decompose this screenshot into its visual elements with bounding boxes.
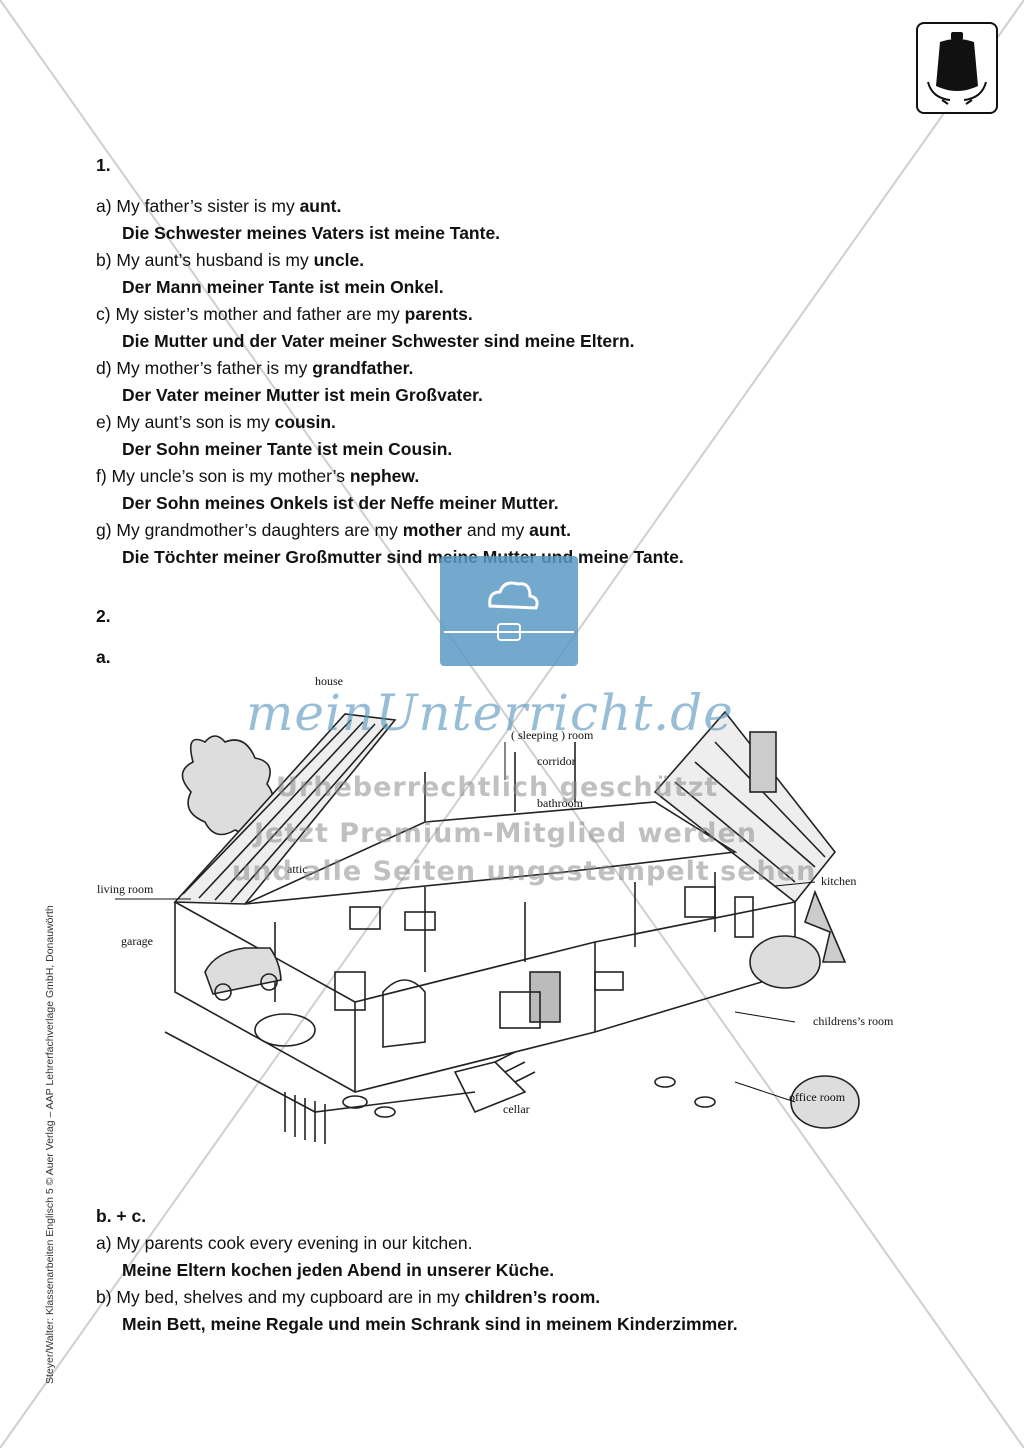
section-1-number: 1.: [96, 155, 111, 175]
label-living-room: living room: [97, 882, 154, 896]
label-garage: garage: [121, 934, 153, 948]
section-2a-label: a.: [96, 647, 111, 667]
item-2b-de: Mein Bett, meine Regale und mein Schrank…: [122, 1314, 738, 1334]
watermark-briefcase-icon: [440, 556, 578, 666]
label-office-room: office room: [789, 1090, 846, 1104]
label-bathroom: bathroom: [537, 796, 583, 810]
watermark-line-3: und alle Seiten ungestempelt sehen: [232, 856, 817, 887]
section-2bc-label: b. + c.: [96, 1206, 147, 1226]
label-house: house: [315, 674, 343, 688]
watermark-brand: meinUnterricht.de: [246, 684, 734, 742]
label-kitchen: kitchen: [821, 874, 857, 888]
item-1d-en: d) My mother’s father is my grandfather.: [96, 358, 414, 378]
label-childrens-room: childrens’s room: [813, 1014, 894, 1028]
label-corridor: corridor: [537, 754, 576, 768]
item-1g-en: g) My grandmother’s daughters are my mot…: [96, 520, 571, 540]
item-1d-de: Der Vater meiner Mutter ist mein Großvat…: [122, 385, 483, 405]
item-1f-de: Der Sohn meines Onkels ist der Neffe mei…: [122, 493, 559, 513]
copyright-credit: Steyer/Walter: Klassenarbeiten Englisch …: [44, 905, 56, 1384]
label-attic: attic: [287, 862, 308, 876]
item-1b-en: b) My aunt’s husband is my uncle.: [96, 250, 365, 270]
section-2-number: 2.: [96, 606, 111, 626]
item-1a-de: Die Schwester meines Vaters ist meine Ta…: [122, 223, 501, 243]
item-1e-en: e) My aunt’s son is my cousin.: [96, 412, 336, 432]
item-1b-de: Der Mann meiner Tante ist mein Onkel.: [122, 277, 444, 297]
house-cutaway-drawing: [115, 710, 860, 1144]
house-illustration: house ( sleeping ) room corridor bathroo…: [95, 672, 925, 1172]
item-1f-en: f) My uncle’s son is my mother’s nephew.: [96, 466, 420, 486]
watermark-line-1: Urheberrechtlich geschützt: [276, 772, 719, 803]
item-1c-en: c) My sister’s mother and father are my …: [96, 304, 473, 324]
item-1e-de: Der Sohn meiner Tante ist mein Cousin.: [122, 439, 453, 459]
publisher-logo: [916, 22, 998, 114]
item-1a-en: a) My father’s sister is my aunt.: [96, 196, 342, 216]
item-2a-de: Meine Eltern kochen jeden Abend in unser…: [122, 1260, 555, 1280]
item-2b-en: b) My bed, shelves and my cupboard are i…: [96, 1287, 601, 1307]
item-2a-en: a) My parents cook every evening in our …: [96, 1233, 473, 1253]
label-sleeping-room: ( sleeping ) room: [511, 728, 594, 742]
weight-hands-icon: [927, 32, 987, 105]
label-cellar: cellar: [503, 1102, 530, 1116]
item-1g-de: Die Töchter meiner Großmutter sind meine…: [122, 547, 684, 567]
item-1c-de: Die Mutter und der Vater meiner Schweste…: [122, 331, 635, 351]
watermark-line-2: Jetzt Premium-Mitglied werden: [254, 818, 757, 849]
